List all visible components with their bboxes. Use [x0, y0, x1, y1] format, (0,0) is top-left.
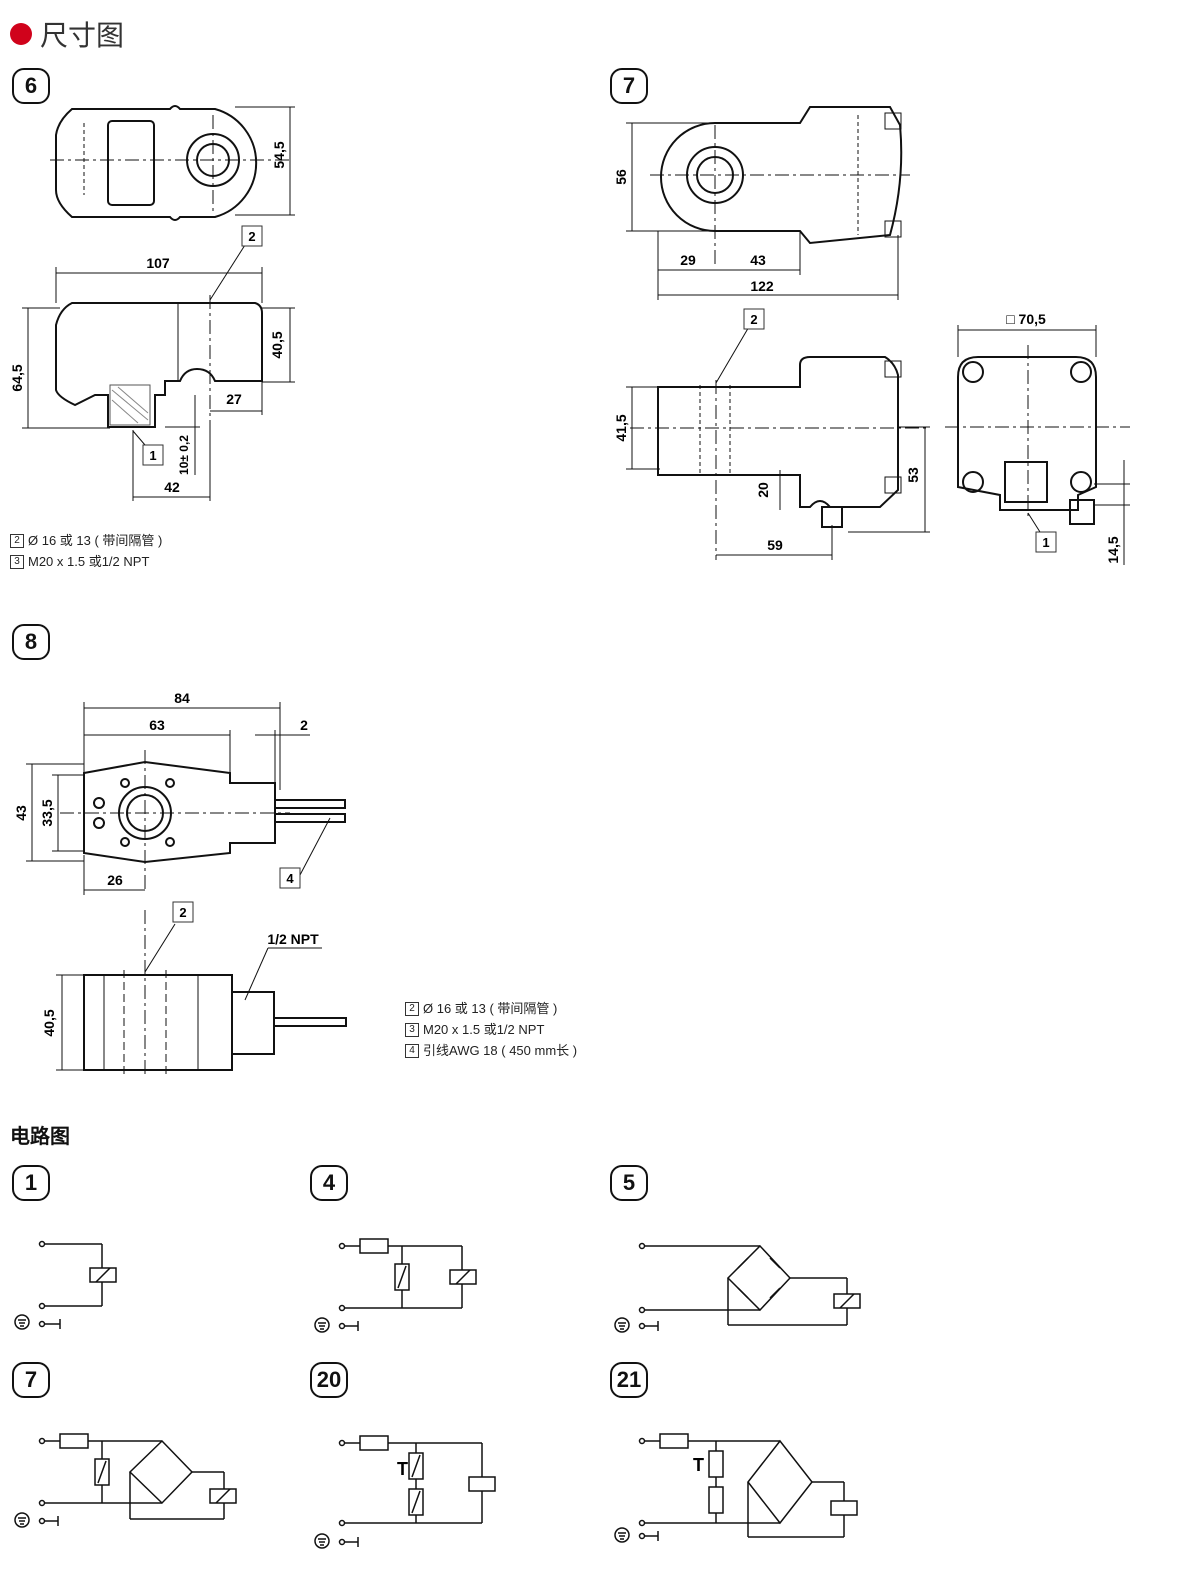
red-dot-icon [10, 23, 32, 45]
diagram-badge-6: 6 [12, 68, 50, 104]
dim-40-5: 40,5 [269, 331, 285, 358]
circuit-20: T [314, 1435, 496, 1549]
dim-29: 29 [680, 252, 696, 268]
dim-40-5-d8: 40,5 [41, 1009, 57, 1036]
dim-59: 59 [767, 537, 783, 553]
circuit-1 [14, 1240, 117, 1330]
callout-4: 4 [286, 871, 294, 886]
dim-27: 27 [226, 391, 242, 407]
t-label-21: T [693, 1455, 704, 1475]
dim-26: 26 [107, 872, 123, 888]
callout-2-d8: 2 [179, 905, 186, 920]
dimension-drawing-7: 56 29 43 122 2 41,5 20 53 59 [613, 106, 1130, 565]
dim-107: 107 [146, 255, 170, 271]
circuit-4 [314, 1238, 477, 1333]
dim-63: 63 [149, 717, 165, 733]
dimension-drawing-6: 54,5 2 1 107 40,5 64,5 27 10± 0,2 42 [9, 105, 295, 501]
section-title: 尺寸图 [40, 20, 125, 51]
dim-64-5: 64,5 [9, 364, 25, 391]
dim-43: 43 [750, 252, 766, 268]
npt-label: 1/2 NPT [267, 931, 319, 947]
dim-41-5: 41,5 [613, 414, 629, 441]
dim-33-5: 33,5 [39, 799, 55, 826]
circuit-badge-21: 21 [610, 1362, 648, 1398]
t-label-20: T [397, 1459, 408, 1479]
circuit-badge-5: 5 [610, 1165, 648, 1201]
dim-14-5: 14,5 [1105, 536, 1121, 563]
callout-1: 1 [149, 448, 156, 463]
circuit-5 [614, 1242, 861, 1333]
circuit-badge-1: 1 [12, 1165, 50, 1201]
circuit-badge-4: 4 [310, 1165, 348, 1201]
dim-84: 84 [174, 690, 190, 706]
section-header: 尺寸图 [10, 14, 124, 54]
circuit-7 [14, 1433, 237, 1528]
dim-20: 20 [755, 482, 771, 498]
dim-43-d8: 43 [13, 805, 29, 821]
dim-53: 53 [905, 467, 921, 483]
callout-1-d7: 1 [1042, 535, 1049, 550]
dim-56: 56 [613, 169, 629, 185]
circuit-badge-20: 20 [310, 1362, 348, 1398]
circuit-title: 电路图 [10, 1126, 70, 1148]
dimension-drawing-8: 84 63 2 43 33,5 26 4 2 1/2 NPT 40,5 [13, 690, 347, 1075]
dim-54-5: 54,5 [271, 141, 287, 168]
diagram-badge-8: 8 [12, 624, 50, 660]
diagram-badge-7: 7 [610, 68, 648, 104]
callout-2-d7: 2 [750, 312, 757, 327]
callout-2: 2 [248, 229, 255, 244]
dim-10: 10± 0,2 [177, 435, 191, 475]
dim-122: 122 [750, 278, 774, 294]
dim-42: 42 [164, 479, 180, 495]
circuit-badge-7: 7 [12, 1362, 50, 1398]
dim-2: 2 [300, 717, 308, 733]
circuit-21: T [614, 1433, 858, 1543]
dim-70-5: □ 70,5 [1006, 311, 1046, 327]
